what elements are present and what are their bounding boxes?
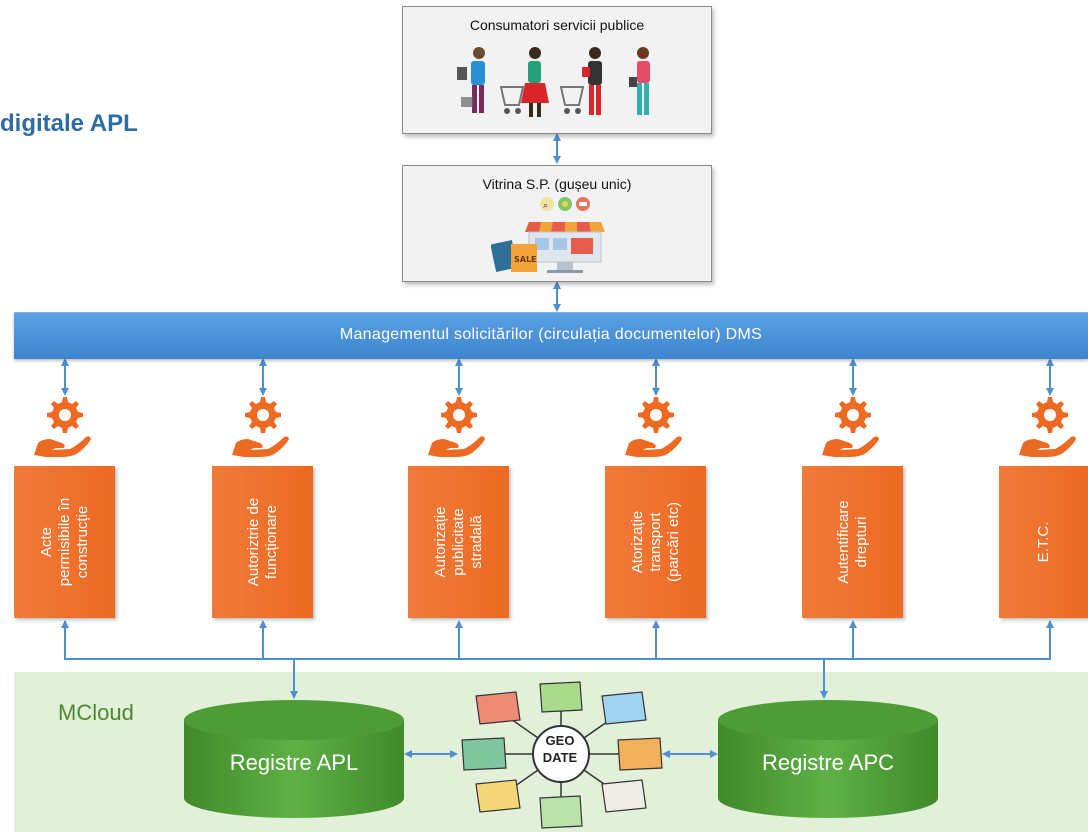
shoppers-illustration	[457, 47, 650, 117]
map-tile-icon	[475, 691, 521, 725]
registre-apl-label: Registre APL	[229, 750, 359, 775]
map-tile-icon	[601, 691, 647, 725]
map-tile-icon	[539, 795, 583, 829]
shopper-3-icon	[559, 47, 602, 115]
geo-data-cluster	[461, 681, 663, 829]
online-shop-illustration: ⌕ SALE	[491, 197, 605, 273]
service-transport-authorization: Atorizație transport (parcări etc)	[605, 466, 706, 618]
registre-apc-label: Registre APC	[761, 750, 895, 775]
shopper-2-icon	[499, 47, 549, 117]
map-tile-icon	[601, 779, 647, 813]
map-tile-icon	[461, 737, 507, 771]
dms-bar: Managementul solicitărilor (circulația d…	[14, 312, 1088, 359]
service-rights-authentication: Autentificare drepturi	[802, 466, 903, 618]
service-etc: E.T.C.	[999, 466, 1088, 618]
registre-apc-cylinder: Registre APC	[718, 700, 938, 818]
service-operating-authorizations: Autoriztrie de funcționare	[212, 466, 313, 618]
sale-tag: SALE	[514, 255, 537, 264]
page-title: digitale APL	[0, 110, 138, 137]
map-tile-icon	[539, 681, 583, 713]
registre-apl-cylinder: Registre APL	[184, 700, 404, 818]
shopper-1-icon	[457, 47, 485, 113]
geo-center-icon	[532, 725, 590, 783]
storefront-box: Vitrina S.P. (gușeu unic) ⌕ SALE	[402, 165, 712, 282]
map-tile-icon	[475, 779, 521, 813]
mcloud-label: MCloud	[58, 700, 134, 725]
consumers-label: Consumatori servicii publice	[469, 17, 645, 33]
geo-data-label: GEO DATE	[542, 733, 578, 765]
search-icon: ⌕	[543, 201, 548, 211]
service-street-advertising: Autorizație publicitate stradală	[408, 466, 509, 618]
storefront-label: Vitrina S.P. (gușeu unic)	[482, 176, 632, 192]
shopper-4-icon	[629, 47, 650, 115]
map-tile-icon	[617, 737, 663, 771]
service-construction-permits: Acte permisibile în construcție	[14, 466, 115, 618]
dms-label: Managementul solicitărilor (circulația d…	[339, 326, 763, 343]
consumers-box: Consumatori servicii publice	[402, 6, 712, 134]
